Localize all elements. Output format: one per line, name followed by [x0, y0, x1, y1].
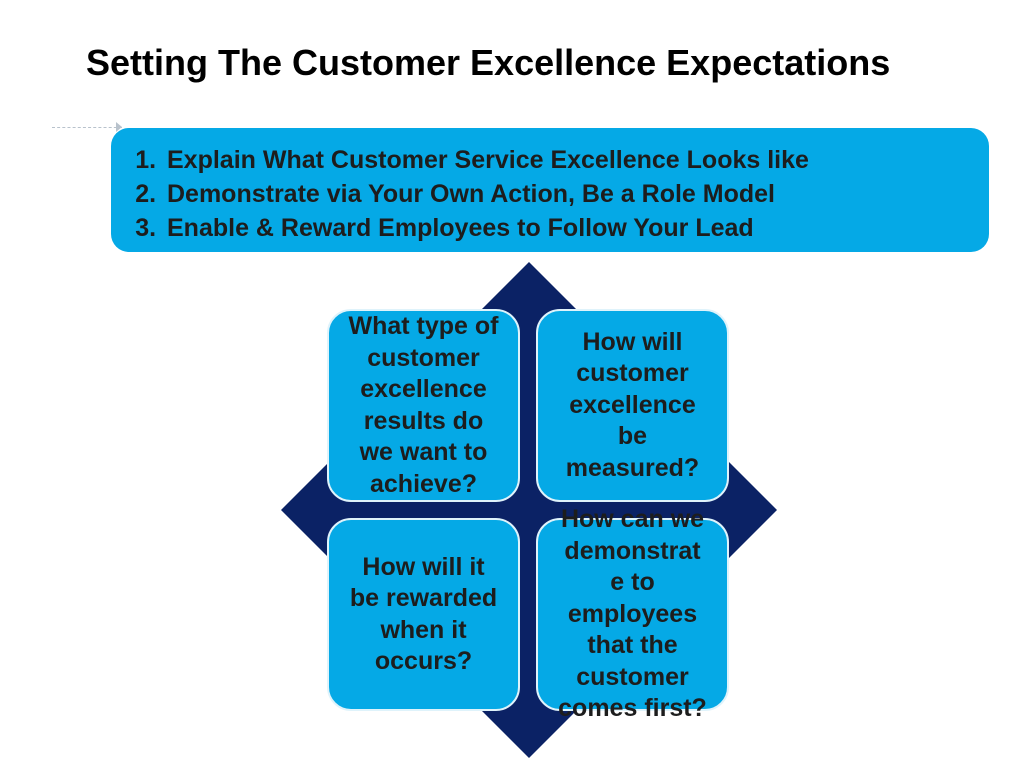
expectation-item-2: Demonstrate via Your Own Action, Be a Ro… — [163, 177, 989, 211]
expectation-item-1: Explain What Customer Service Excellence… — [163, 143, 989, 177]
matrix-box-demonstrate-text: How can we demonstrate to employees that… — [558, 505, 707, 723]
matrix-box-measurement-text: How will customer excellence be measured… — [565, 327, 700, 482]
matrix-box-measurement: How will customer excellence be measured… — [536, 309, 729, 502]
dashed-divider — [52, 127, 122, 128]
expectation-item-3: Enable & Reward Employees to Follow Your… — [163, 211, 989, 245]
expectations-banner: Explain What Customer Service Excellence… — [111, 128, 989, 252]
matrix-box-demonstrate: How can we demonstrate to employees that… — [536, 505, 729, 722]
slide-title: Setting The Customer Excellence Expectat… — [86, 42, 891, 83]
matrix-box-results-text: What type of customer excellence results… — [348, 312, 499, 498]
matrix-box-reward-text: How will it be rewarded when it occurs? — [349, 552, 498, 676]
expectations-list: Explain What Customer Service Excellence… — [111, 128, 989, 245]
divider-arrow-icon — [116, 122, 122, 132]
matrix-box-reward: How will it be rewarded when it occurs? — [327, 518, 520, 711]
matrix-box-results: What type of customer excellence results… — [327, 309, 520, 502]
